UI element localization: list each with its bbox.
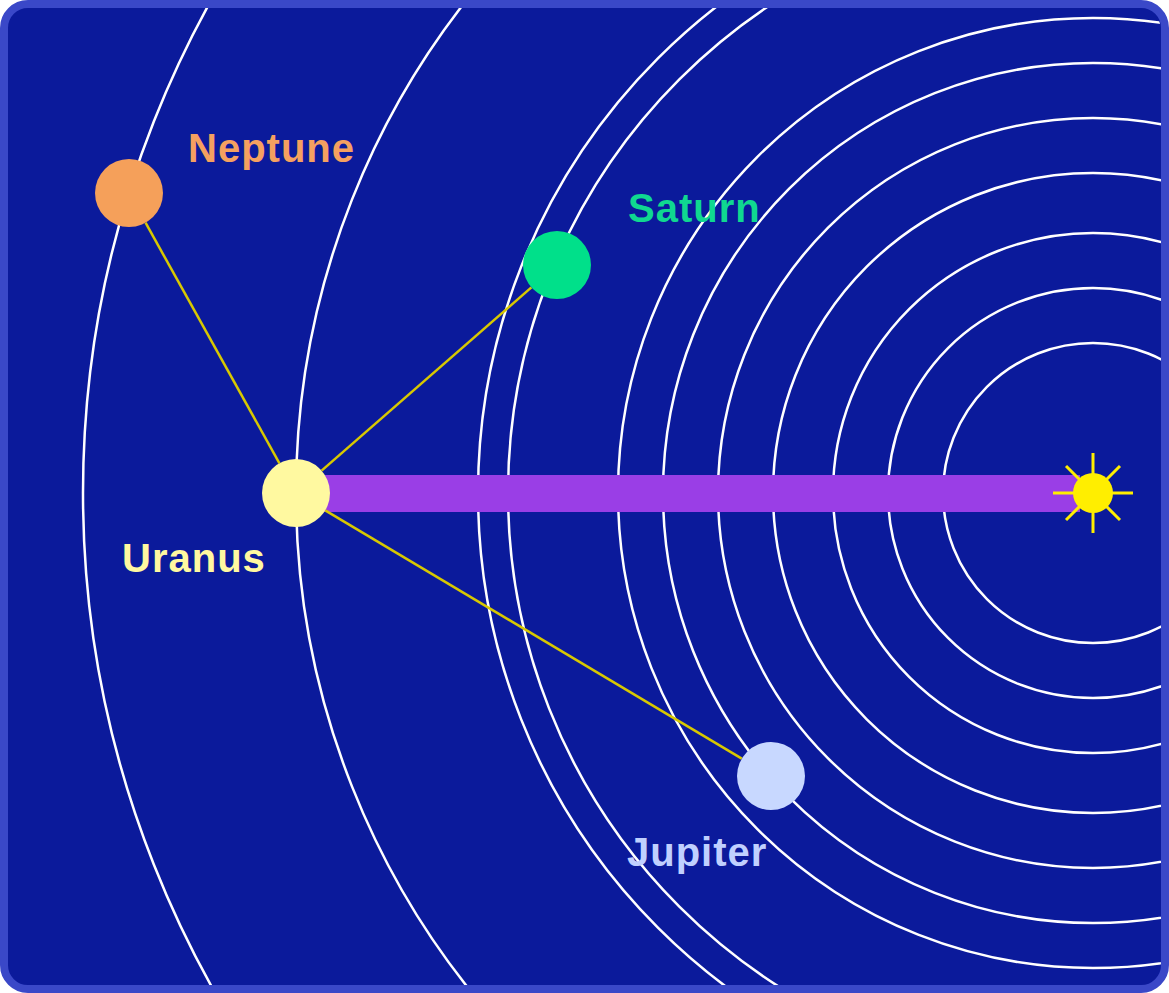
- planet-circle: Neptune: [95, 159, 163, 227]
- connector-line: [325, 510, 742, 758]
- orbit-lines: [83, 8, 1161, 985]
- planet-label: Uranus: [122, 536, 266, 580]
- distance-bar: [318, 475, 1080, 512]
- connector-line: [322, 287, 532, 470]
- planet-circle: Jupiter: [737, 742, 805, 810]
- connector-line: [146, 223, 280, 464]
- sun-symbol: [1053, 453, 1133, 533]
- planet-circle: Uranus: [262, 459, 330, 527]
- planet-label: Neptune: [188, 126, 355, 170]
- planet-circle: Saturn: [523, 231, 591, 299]
- planet-label: Jupiter: [627, 830, 767, 874]
- planet-label: Saturn: [628, 186, 761, 230]
